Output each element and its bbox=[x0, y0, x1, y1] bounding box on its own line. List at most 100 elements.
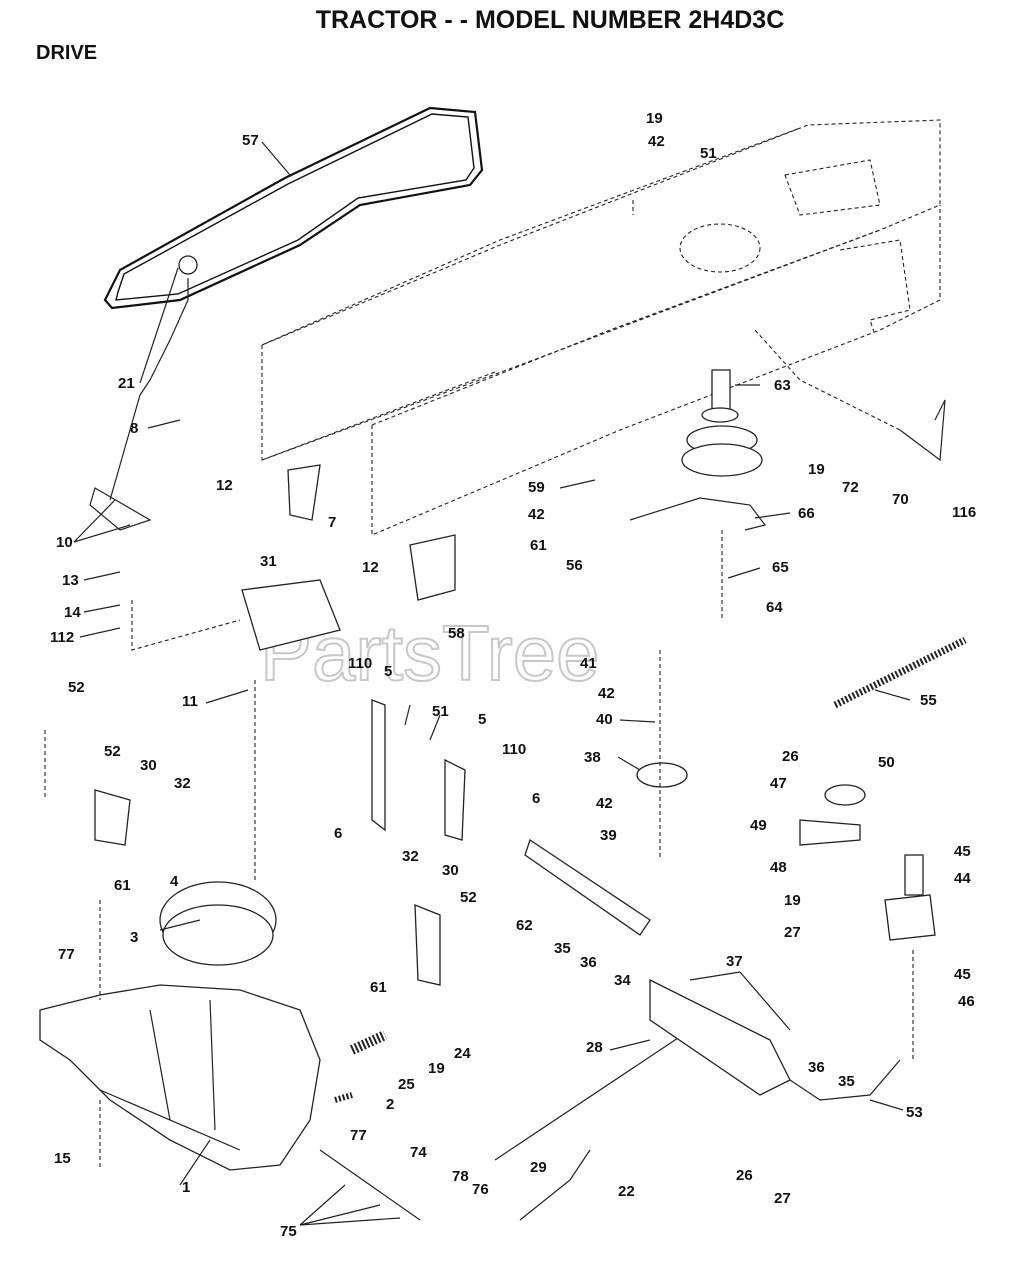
callout-72: 72 bbox=[842, 479, 859, 496]
idler-pulleys bbox=[636, 762, 936, 941]
callout-57: 57 bbox=[242, 132, 259, 149]
callout-41: 41 bbox=[580, 655, 597, 672]
callout-pointers bbox=[73, 141, 911, 1226]
callout-52: 52 bbox=[68, 679, 85, 696]
pulley-assembly bbox=[629, 369, 946, 531]
callout-48: 48 bbox=[770, 859, 787, 876]
frame bbox=[261, 119, 941, 536]
shift-lever bbox=[89, 255, 198, 531]
callout-35: 35 bbox=[554, 940, 571, 957]
callout-77: 77 bbox=[350, 1127, 367, 1144]
callout-2: 2 bbox=[386, 1096, 394, 1113]
callout-44: 44 bbox=[954, 870, 971, 887]
callout-32: 32 bbox=[402, 848, 419, 865]
callout-45: 45 bbox=[954, 843, 971, 860]
callout-55: 55 bbox=[920, 692, 937, 709]
callout-49: 49 bbox=[750, 817, 767, 834]
callout-62: 62 bbox=[516, 917, 533, 934]
page-title: TRACTOR - - MODEL NUMBER 2H4D3C bbox=[315, 6, 785, 34]
callout-61: 61 bbox=[370, 979, 387, 996]
callout-63: 63 bbox=[774, 377, 791, 394]
callout-34: 34 bbox=[614, 972, 631, 989]
callout-39: 39 bbox=[600, 827, 617, 844]
callout-47: 47 bbox=[770, 775, 787, 792]
callout-35: 35 bbox=[838, 1073, 855, 1090]
callout-38: 38 bbox=[584, 749, 601, 766]
spring bbox=[833, 636, 967, 709]
callout-10: 10 bbox=[56, 534, 73, 551]
callout-13: 13 bbox=[62, 572, 79, 589]
section-label: DRIVE bbox=[36, 42, 98, 64]
callout-45: 45 bbox=[954, 966, 971, 983]
callout-12: 12 bbox=[216, 477, 233, 494]
callout-110: 110 bbox=[502, 741, 526, 758]
drive-belt bbox=[103, 106, 484, 310]
callout-22: 22 bbox=[618, 1183, 635, 1200]
callout-40: 40 bbox=[596, 711, 613, 728]
callout-51: 51 bbox=[700, 145, 717, 162]
callout-6: 6 bbox=[532, 790, 540, 807]
callout-19: 19 bbox=[646, 110, 663, 127]
callout-56: 56 bbox=[566, 557, 583, 574]
callout-labels: 57 19 42 51 63 21 8 19 72 70 116 10 12 3… bbox=[50, 110, 976, 1240]
brackets bbox=[94, 464, 466, 986]
callout-70: 70 bbox=[892, 491, 909, 508]
callout-27: 27 bbox=[784, 924, 801, 941]
callout-36: 36 bbox=[580, 954, 597, 971]
callout-32: 32 bbox=[174, 775, 191, 792]
callout-30: 30 bbox=[442, 862, 459, 879]
callout-42: 42 bbox=[596, 795, 613, 812]
transaxle bbox=[39, 984, 321, 1171]
callout-8: 8 bbox=[130, 420, 138, 437]
callout-19: 19 bbox=[428, 1060, 445, 1077]
callout-4: 4 bbox=[170, 873, 179, 890]
callout-59: 59 bbox=[528, 479, 545, 496]
callout-26: 26 bbox=[736, 1167, 753, 1184]
callout-27: 27 bbox=[774, 1190, 791, 1207]
callout-29: 29 bbox=[530, 1159, 547, 1176]
callout-50: 50 bbox=[878, 754, 895, 771]
callout-61: 61 bbox=[530, 537, 547, 554]
callout-19: 19 bbox=[784, 892, 801, 909]
leader-lines bbox=[44, 200, 914, 1170]
callout-11: 11 bbox=[182, 693, 198, 710]
main-pulley bbox=[159, 881, 277, 966]
callout-64: 64 bbox=[766, 599, 783, 616]
callout-12: 12 bbox=[362, 559, 379, 576]
callout-112: 112 bbox=[50, 629, 74, 646]
callout-51: 51 bbox=[432, 703, 449, 720]
linkage-rods bbox=[319, 838, 901, 1221]
callout-1: 1 bbox=[182, 1179, 190, 1196]
callout-21: 21 bbox=[118, 375, 135, 392]
callout-6: 6 bbox=[334, 825, 342, 842]
callout-25: 25 bbox=[398, 1076, 415, 1093]
callout-36: 36 bbox=[808, 1059, 825, 1076]
callout-75: 75 bbox=[280, 1223, 297, 1240]
callout-14: 14 bbox=[64, 604, 81, 621]
callout-30: 30 bbox=[140, 757, 157, 774]
callout-58: 58 bbox=[448, 625, 465, 642]
callout-77: 77 bbox=[58, 946, 75, 963]
callout-42: 42 bbox=[598, 685, 615, 702]
callout-61: 61 bbox=[114, 877, 131, 894]
callout-28: 28 bbox=[586, 1039, 603, 1056]
callout-37: 37 bbox=[726, 953, 743, 970]
callout-52: 52 bbox=[104, 743, 121, 760]
callout-110: 110 bbox=[348, 655, 372, 672]
callout-74: 74 bbox=[410, 1144, 427, 1161]
callout-52: 52 bbox=[460, 889, 477, 906]
callout-42: 42 bbox=[528, 506, 545, 523]
callout-66: 66 bbox=[798, 505, 815, 522]
callout-31: 31 bbox=[260, 553, 277, 570]
callout-15: 15 bbox=[54, 1150, 71, 1167]
callout-24: 24 bbox=[454, 1045, 471, 1062]
callout-65: 65 bbox=[772, 559, 789, 576]
callout-5: 5 bbox=[384, 663, 392, 680]
callout-3: 3 bbox=[130, 929, 138, 946]
callout-46: 46 bbox=[958, 993, 975, 1010]
callout-19: 19 bbox=[808, 461, 825, 478]
callout-53: 53 bbox=[906, 1104, 923, 1121]
callout-78: 78 bbox=[452, 1168, 469, 1185]
callout-42: 42 bbox=[648, 133, 665, 150]
